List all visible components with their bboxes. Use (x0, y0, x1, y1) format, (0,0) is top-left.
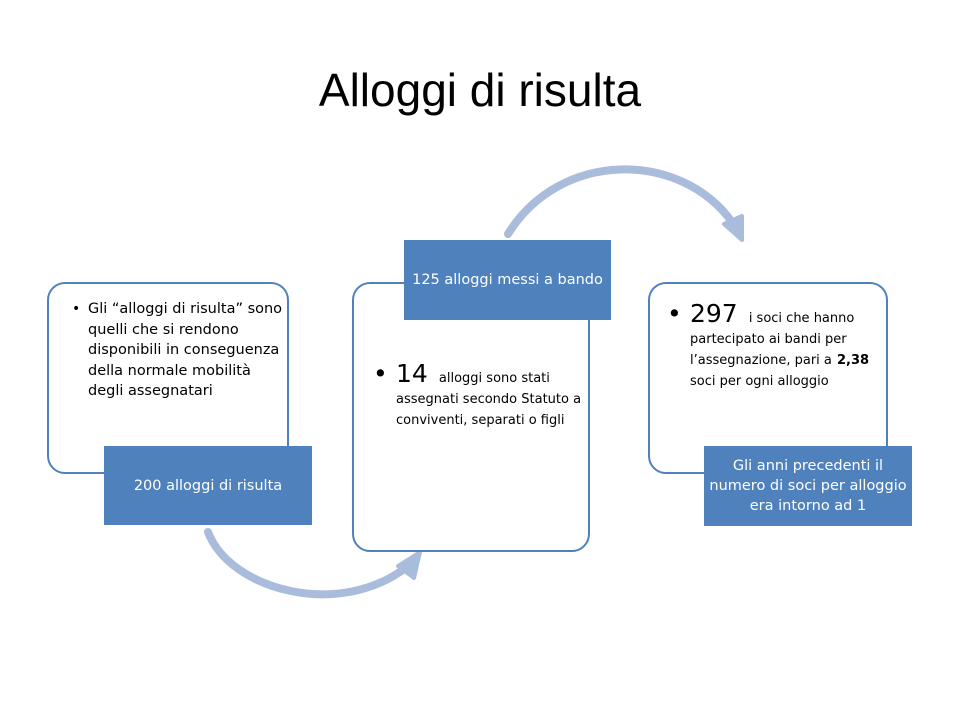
step-3-label: Gli anni precedenti il numero di soci pe… (704, 446, 912, 526)
step-3-number: 297 (690, 299, 738, 328)
step-1-bullet: • Gli “alloggi di risulta” sono quelli c… (72, 299, 284, 402)
bullet-icon: • (667, 299, 682, 328)
curved-arrow-icon (204, 528, 422, 599)
bullet-icon: • (373, 359, 388, 388)
step-2-box (352, 282, 590, 552)
step-1-label: 200 alloggi di risulta (104, 446, 312, 525)
bullet-icon: • (72, 301, 81, 317)
step-3-text-b: soci per ogni alloggio (690, 374, 829, 389)
step-3-ratio: 2,38 (836, 353, 870, 368)
step-2-bullet: • 14 alloggi sono stati assegnati second… (373, 360, 585, 430)
step-3-text-a: i soci che hanno partecipato ai bandi pe… (690, 311, 855, 368)
step-3-box (648, 282, 888, 474)
step-1-text: Gli “alloggi di risulta” sono quelli che… (88, 301, 283, 399)
step-2-label: 125 alloggi messi a bando (404, 240, 611, 320)
step-1-box (47, 282, 289, 474)
step-2-number: 14 (396, 359, 428, 388)
step-3-bullet: • 297 i soci che hanno partecipato ai ba… (667, 300, 881, 391)
step-2-text: alloggi sono stati assegnati secondo Sta… (396, 371, 582, 428)
slide-title: Alloggi di risulta (318, 64, 642, 116)
curved-arrow-icon (504, 165, 744, 242)
